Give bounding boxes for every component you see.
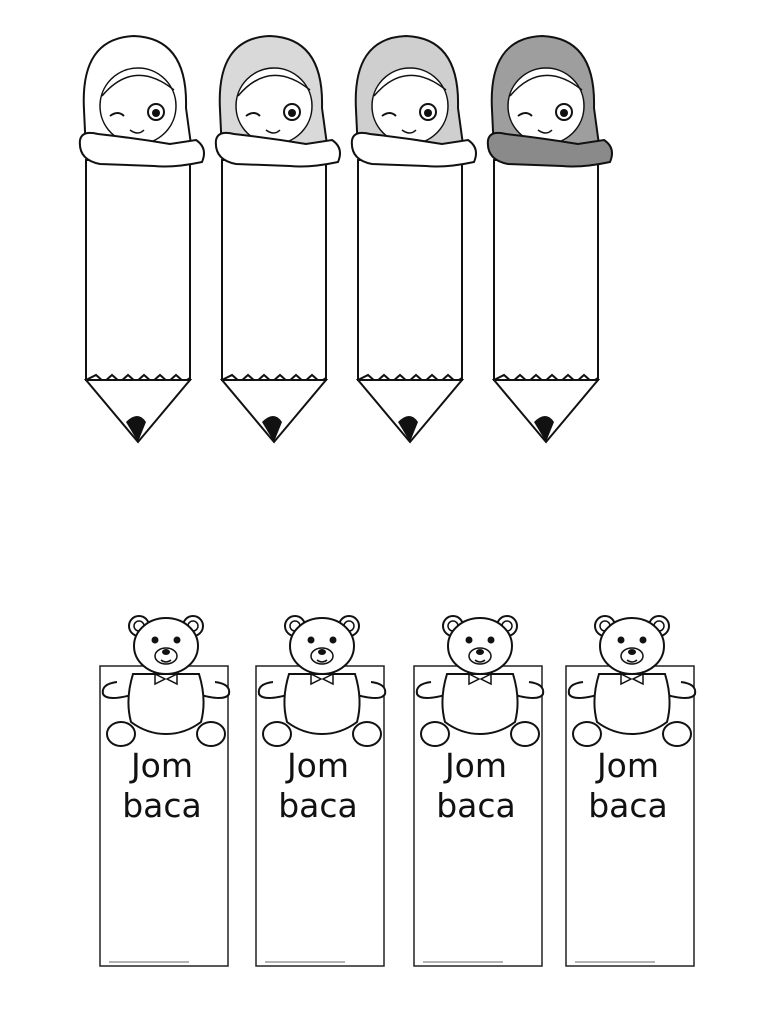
caption-line-2: baca	[436, 786, 516, 825]
bookmark-caption: Jom baca	[253, 746, 383, 826]
bear-bookmark-1[interactable]: Jom baca	[97, 610, 232, 970]
caption-line-1: Jom	[130, 746, 194, 785]
pencil-bookmark-3[interactable]	[346, 30, 486, 450]
teddy-bear-icon	[255, 615, 387, 967]
hijab-girl-icon	[350, 34, 477, 444]
caption-line-1: Jom	[286, 746, 350, 785]
teddy-bear-icon	[413, 615, 545, 967]
caption-line-1: Jom	[444, 746, 508, 785]
caption-line-2: baca	[588, 786, 668, 825]
pencil-bookmark-1[interactable]	[74, 30, 214, 450]
bear-bookmark-3[interactable]: Jom baca	[411, 610, 546, 970]
bear-bookmark-row: Jom baca Jom baca	[0, 600, 768, 980]
pencil-bookmark-2[interactable]	[210, 30, 350, 450]
bookmark-caption: Jom baca	[97, 746, 227, 826]
caption-line-2: baca	[122, 786, 202, 825]
caption-line-1: Jom	[596, 746, 660, 785]
bear-bookmark-4[interactable]: Jom baca	[563, 610, 698, 970]
bookmark-caption: Jom baca	[411, 746, 541, 826]
caption-line-2: baca	[278, 786, 358, 825]
hijab-girl-icon	[214, 34, 341, 444]
pencil-bookmark-4[interactable]	[482, 30, 622, 450]
pencil-bookmark-row	[0, 0, 768, 460]
teddy-bear-icon	[99, 615, 231, 967]
bookmark-caption: Jom baca	[563, 746, 693, 826]
hijab-girl-icon	[78, 34, 205, 444]
hijab-girl-icon	[486, 34, 613, 444]
teddy-bear-icon	[565, 615, 697, 967]
bear-bookmark-2[interactable]: Jom baca	[253, 610, 388, 970]
